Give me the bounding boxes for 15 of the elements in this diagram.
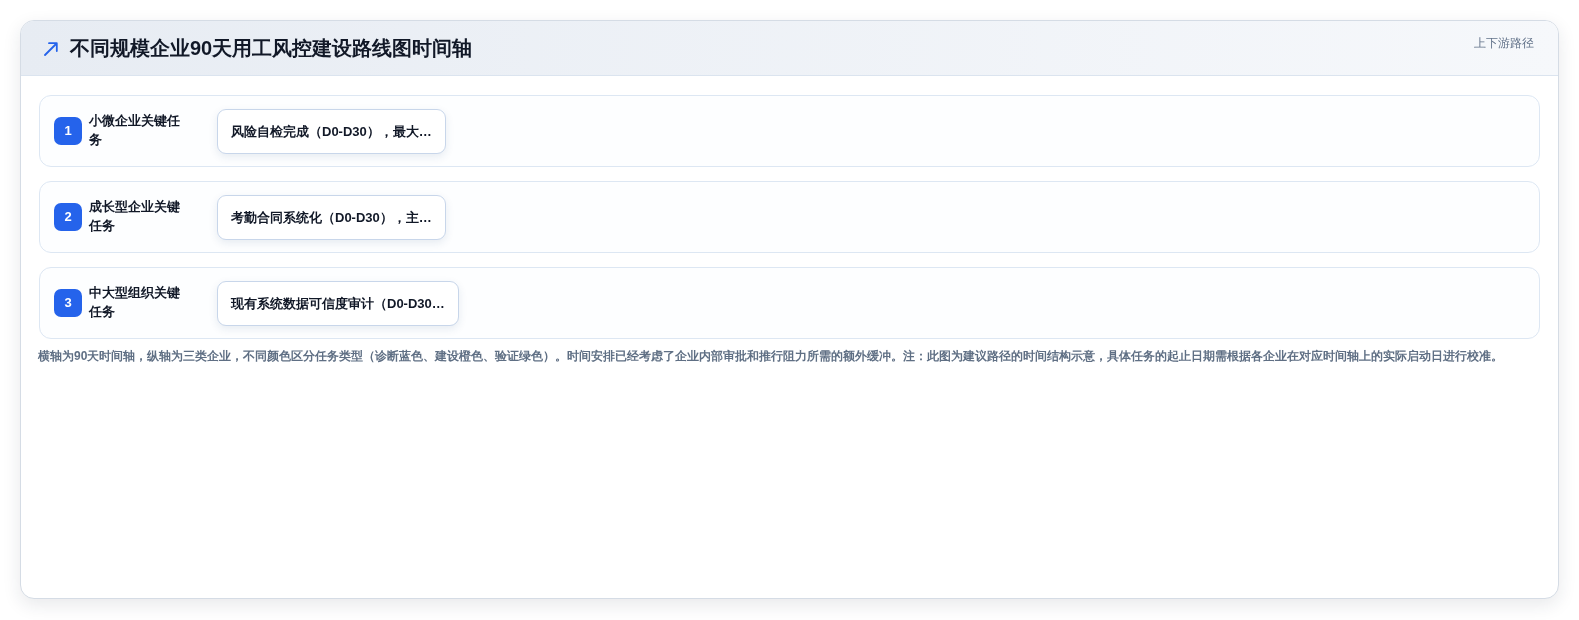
row-label: 小微企业关键任务 xyxy=(89,112,181,149)
number-badge: 1 xyxy=(54,117,82,145)
number-badge: 3 xyxy=(54,289,82,317)
row-band xyxy=(39,181,1540,253)
task-card: 现有系统数据可信度审计（D0-D30… xyxy=(217,281,459,326)
row-band xyxy=(39,267,1540,339)
row-label: 成长型企业关键任务 xyxy=(89,198,181,235)
number-badge: 2 xyxy=(54,203,82,231)
row-band xyxy=(39,95,1540,167)
task-card: 风险自检完成（D0-D30），最大… xyxy=(217,109,446,154)
row-label: 中大型组织关键任务 xyxy=(89,284,181,321)
task-card: 考勤合同系统化（D0-D30），主… xyxy=(217,195,446,240)
note-text: 横轴为90天时间轴，纵轴为三类企业，不同颜色区分任务类型（诊断蓝色、建设橙色、验证绿色）。时间安排已经考虑了企业内部审批和推行阻力所需的额外缓冲。注：此图为建议路径的时间结构示意，具体任务的起止日期需根据各企业在对应时间轴上的实际启动日进行校准。 xyxy=(38,348,1505,364)
header-note: 上下游路径 xyxy=(1474,35,1534,51)
card-title: 不同规模企业90天用工风控建设路线图时间轴 xyxy=(70,36,473,61)
